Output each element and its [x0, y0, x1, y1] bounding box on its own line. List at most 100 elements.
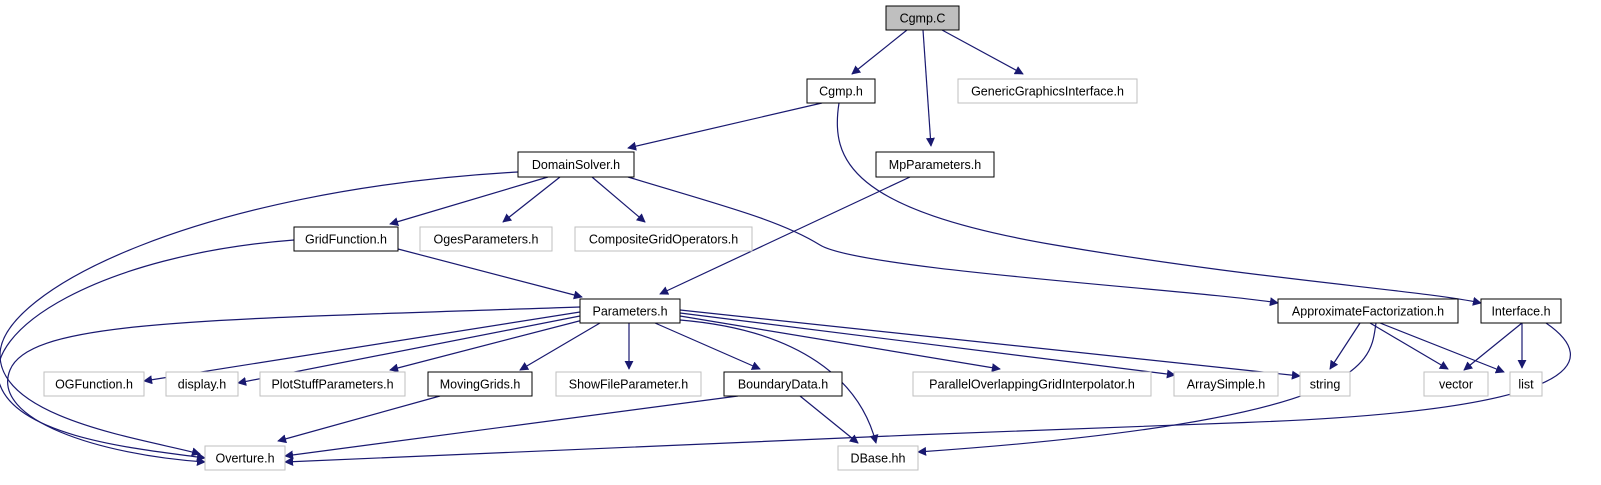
edge-parameters-to-string — [679, 309, 1301, 380]
node-arraysimple: ArraySimple.h — [1173, 371, 1279, 397]
node-label: GenericGraphicsInterface.h — [971, 85, 1124, 99]
edge-parameters-to-movinggrids — [519, 322, 601, 371]
node-label: display.h — [178, 378, 226, 392]
edge-domainsolver-to-ogesparameters — [502, 176, 561, 223]
edge-cgmp_c-to-cgmp_h — [851, 29, 908, 75]
edge-domainsolver-to-overture — [0, 171, 519, 457]
node-box — [574, 226, 753, 252]
node-dbase: DBase.hh — [837, 445, 919, 471]
node-gridfunction[interactable]: GridFunction.h — [293, 226, 399, 252]
node-box — [165, 371, 239, 397]
node-box — [957, 78, 1138, 104]
edge-parameters-to-plotstuff — [389, 319, 584, 373]
node-box — [885, 5, 960, 31]
node-label: ApproximateFactorization.h — [1292, 305, 1444, 319]
edge-domainsolver-to-gridfunction — [389, 176, 549, 227]
edge-parameters-to-dbase — [679, 319, 879, 444]
node-label: CompositeGridOperators.h — [589, 233, 738, 247]
node-box — [419, 226, 553, 252]
node-box — [912, 371, 1152, 397]
node-interface[interactable]: Interface.h — [1480, 298, 1562, 324]
node-box — [427, 371, 533, 397]
node-string: string — [1299, 371, 1351, 397]
node-label: ArraySimple.h — [1187, 378, 1266, 392]
node-box — [1480, 298, 1562, 324]
edge-parameters-to-overture — [7, 306, 581, 466]
node-parameters[interactable]: Parameters.h — [579, 298, 681, 324]
node-label: Cgmp.h — [819, 85, 863, 99]
node-plotstuff: PlotStuffParameters.h — [259, 371, 406, 397]
node-ogesparameters: OgesParameters.h — [419, 226, 553, 252]
edge-domainsolver-to-compositegridoperators — [591, 176, 646, 223]
node-label: PlotStuffParameters.h — [271, 378, 393, 392]
node-genericgraphics: GenericGraphicsInterface.h — [957, 78, 1138, 104]
node-approxfact[interactable]: ApproximateFactorization.h — [1277, 298, 1459, 324]
edge-interface-to-vector — [1463, 322, 1523, 371]
node-box — [1299, 371, 1351, 397]
edge-boundarydata-to-dbase — [799, 395, 859, 444]
edge-approxfact-to-string — [1329, 322, 1361, 370]
edge-approxfact-to-list — [1379, 322, 1505, 374]
edge-cgmp_h-to-domainsolver — [627, 102, 823, 151]
node-label: BoundaryData.h — [738, 378, 828, 392]
node-label: MovingGrids.h — [440, 378, 521, 392]
node-box — [1277, 298, 1459, 324]
node-label: ParallelOverlappingGridInterpolator.h — [929, 378, 1135, 392]
node-label: OgesParameters.h — [434, 233, 539, 247]
edge-cgmp_c-to-genericgraphics — [941, 29, 1024, 75]
node-box — [806, 78, 876, 104]
node-domainsolver[interactable]: DomainSolver.h — [517, 151, 635, 178]
node-showfile: ShowFileParameter.h — [555, 371, 702, 397]
node-box — [875, 151, 995, 178]
node-box — [43, 371, 145, 397]
edge-parameters-to-arraysimple — [679, 312, 1176, 379]
edge-parameters-to-parallelogi — [679, 315, 1001, 373]
node-box — [517, 151, 635, 178]
node-label: OGFunction.h — [55, 378, 133, 392]
node-vector: vector — [1423, 371, 1489, 397]
nodes-layer: Cgmp.C Cgmp.h GenericGraphicsInterface.hMp… — [43, 5, 1562, 471]
node-list: list — [1509, 371, 1543, 397]
node-label: ShowFileParameter.h — [569, 378, 689, 392]
node-label: DBase.hh — [851, 452, 906, 466]
edge-gridfunction-to-overture — [0, 239, 295, 462]
node-box — [1423, 371, 1489, 397]
node-box — [837, 445, 919, 471]
edge-domainsolver-to-approxfact — [627, 176, 1279, 307]
edge-parameters-to-boundarydata — [654, 322, 761, 370]
node-label: Parameters.h — [592, 305, 667, 319]
edge-approxfact-to-vector — [1369, 322, 1449, 370]
node-label: MpParameters.h — [889, 158, 981, 172]
edge-cgmp_c-to-mpparameters — [922, 29, 935, 147]
node-label: vector — [1439, 378, 1473, 392]
node-label: list — [1518, 378, 1534, 392]
node-overture: Overture.h — [204, 445, 286, 471]
node-cgmp_c[interactable]: Cgmp.C — [885, 5, 960, 31]
node-box — [204, 445, 286, 471]
node-box — [1509, 371, 1543, 397]
edge-cgmp_h-to-interface — [836, 102, 1482, 306]
node-display: display.h — [165, 371, 239, 397]
node-box — [259, 371, 406, 397]
edges-layer — [0, 29, 1571, 467]
node-label: Interface.h — [1491, 305, 1550, 319]
node-box — [555, 371, 702, 397]
node-cgmp_h[interactable]: Cgmp.h — [806, 78, 876, 104]
node-boundarydata[interactable]: BoundaryData.h — [723, 371, 843, 397]
node-label: DomainSolver.h — [532, 158, 620, 172]
node-ogfunction: OGFunction.h — [43, 371, 145, 397]
node-label: string — [1310, 378, 1341, 392]
node-movinggrids[interactable]: MovingGrids.h — [427, 371, 533, 397]
edge-mpparameters-to-parameters — [659, 176, 911, 295]
node-box — [293, 226, 399, 252]
node-label: GridFunction.h — [305, 233, 387, 247]
node-label: Overture.h — [215, 452, 274, 466]
edge-movinggrids-to-overture — [277, 395, 441, 444]
edge-parameters-to-ogfunction — [143, 311, 581, 385]
edge-boundarydata-to-overture — [284, 395, 739, 460]
node-mpparameters[interactable]: MpParameters.h — [875, 151, 995, 178]
node-box — [1173, 371, 1279, 397]
node-parallelogi: ParallelOverlappingGridInterpolator.h — [912, 371, 1152, 397]
node-box — [723, 371, 843, 397]
